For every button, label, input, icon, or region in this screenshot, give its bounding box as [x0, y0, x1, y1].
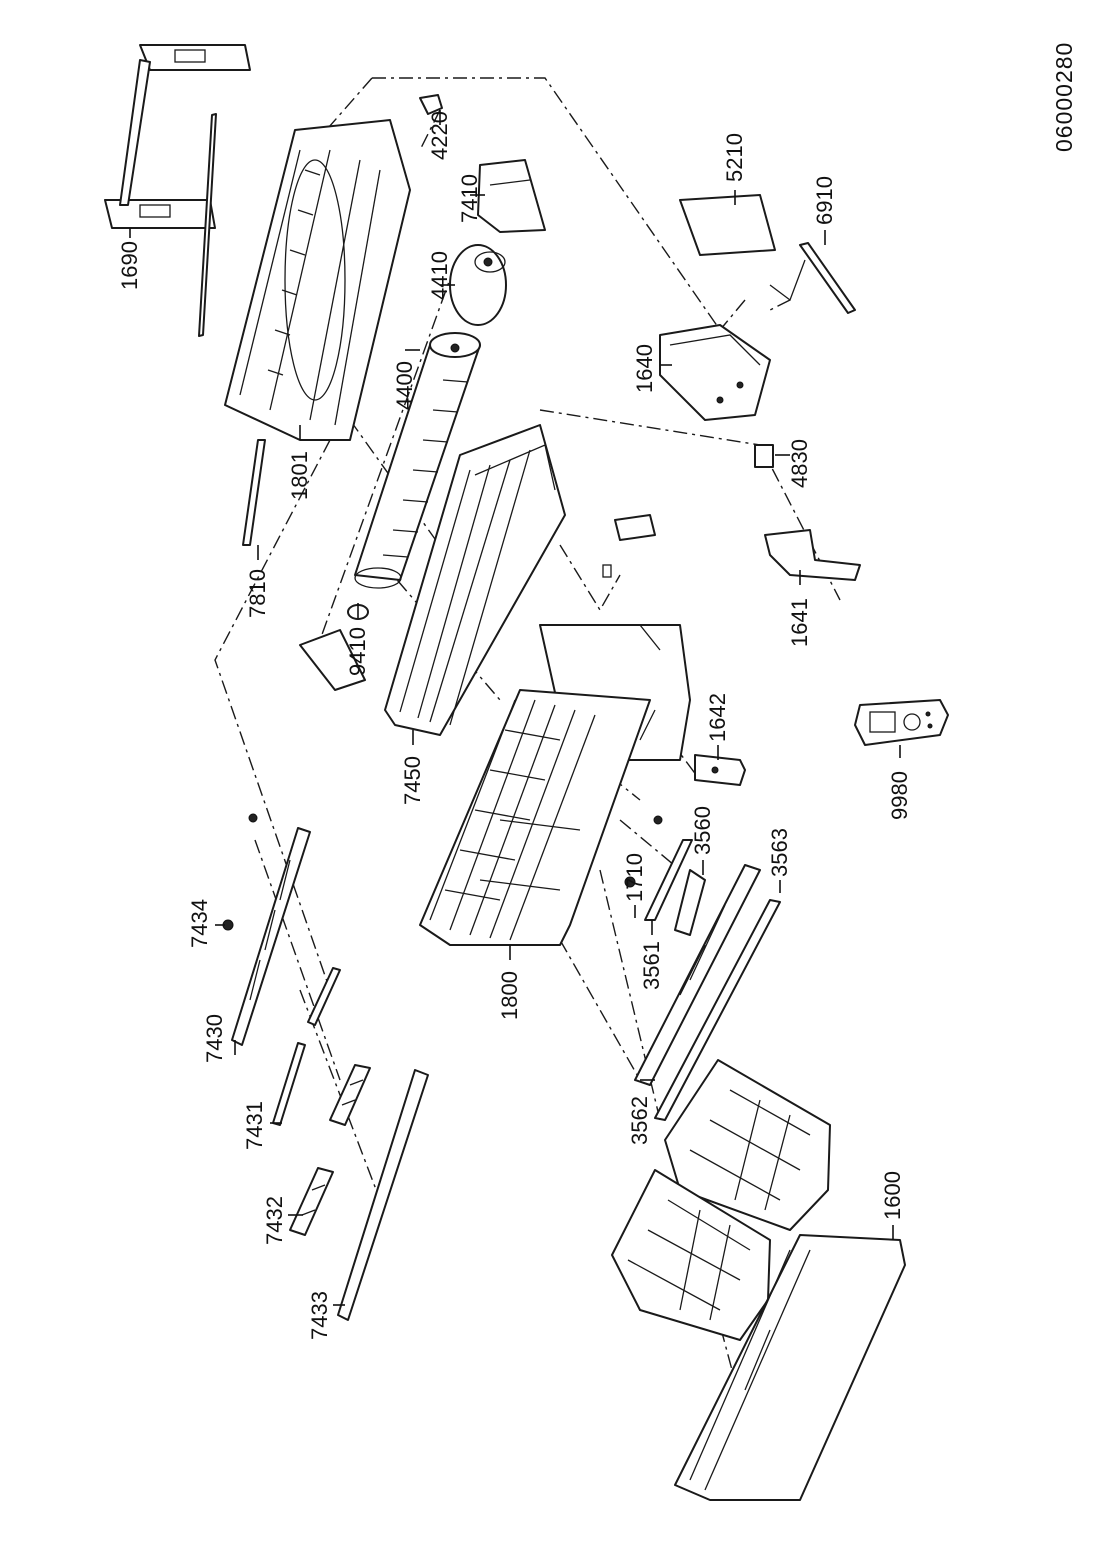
label-3561: 3561: [639, 941, 664, 990]
screw-part: [653, 815, 663, 825]
label-3563: 3563: [767, 828, 792, 877]
cross-flow-fan-part: [354, 332, 481, 589]
horizontal-louver-part: [337, 1069, 429, 1321]
front-frame-part: [419, 624, 691, 946]
louver-frame-part: [231, 827, 311, 1046]
label-3562: 3562: [627, 1096, 652, 1145]
sensor-part: [799, 242, 856, 314]
label-1710: 1710: [622, 853, 647, 902]
label-7431: 7431: [242, 1101, 267, 1150]
screw-small-part: [248, 813, 258, 823]
control-box-part: [659, 324, 771, 421]
small-board-part: [614, 514, 656, 541]
label-1642: 1642: [705, 693, 730, 742]
bracket-1641-part: [764, 529, 861, 581]
air-filter-right-part: [664, 1059, 831, 1231]
chassis-part: [224, 119, 411, 441]
label-9980: 9980: [887, 771, 912, 820]
label-1600: 1600: [880, 1171, 905, 1220]
label-7410: 7410: [457, 174, 482, 223]
label-7434: 7434: [187, 899, 212, 948]
deflector-strip-part: [634, 864, 781, 1121]
label-1641: 1641: [787, 598, 812, 647]
remote-control-part: [854, 699, 949, 746]
label-4830: 4830: [787, 439, 812, 488]
label-4220: 4220: [427, 111, 452, 160]
front-panel-part: [674, 1234, 906, 1501]
label-3560: 3560: [690, 806, 715, 855]
label-7430: 7430: [202, 1014, 227, 1063]
display-board-part: [694, 754, 746, 786]
louver-hinge-part: [307, 967, 341, 1026]
label-6910: 6910: [812, 176, 837, 225]
louver-blades-part: [289, 1064, 371, 1236]
connector-part: [754, 444, 774, 468]
display-bracket-part: [644, 839, 706, 936]
rod-part: [198, 113, 217, 337]
part-labels: 1690 1801 7810 9410 7450 4400 4410 4220 …: [117, 111, 912, 1340]
louver-link-part: [272, 1042, 306, 1126]
leader-lines: [129, 110, 901, 1306]
label-7810: 7810: [245, 569, 270, 618]
evaporator-part: [384, 424, 566, 736]
document-id: 06000280: [1051, 42, 1077, 152]
air-filter-left-part: [611, 1169, 771, 1341]
bracket-4220-part: [419, 94, 443, 115]
motor-cover-part: [477, 159, 546, 233]
mounting-plate-part: [104, 44, 251, 229]
label-7450: 7450: [400, 756, 425, 805]
label-7432: 7432: [262, 1196, 287, 1245]
label-4400: 4400: [392, 361, 417, 410]
label-4410: 4410: [427, 251, 452, 300]
label-1640: 1640: [632, 344, 657, 393]
side-bracket-part: [299, 629, 366, 691]
label-7433: 7433: [307, 1291, 332, 1340]
fan-motor-part: [449, 244, 507, 326]
label-1800: 1800: [497, 971, 522, 1020]
swing-motor-part: [242, 439, 266, 546]
label-5210: 5210: [722, 133, 747, 182]
label-1690: 1690: [117, 241, 142, 290]
label-1801: 1801: [287, 451, 312, 500]
clip-part: [624, 876, 636, 888]
label-9410: 9410: [345, 627, 370, 676]
cover-sheet-part: [679, 194, 776, 256]
